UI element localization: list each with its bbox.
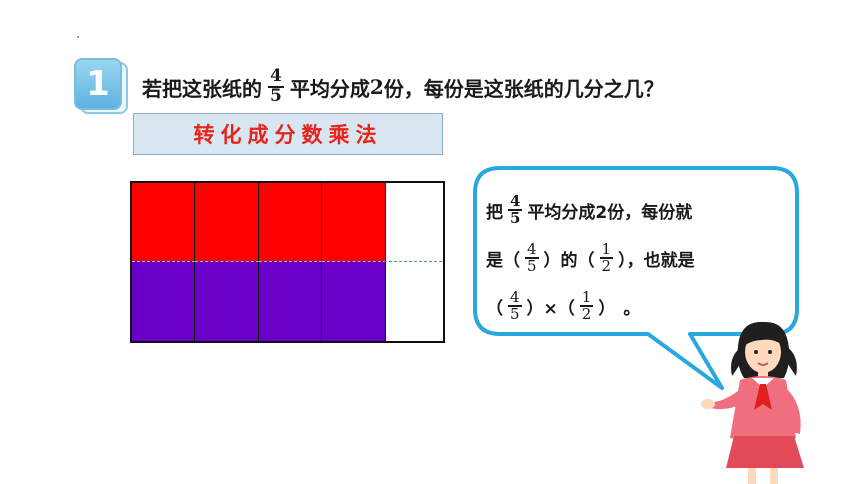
paper-cell-top — [258, 183, 323, 261]
fraction-denominator: 2 — [601, 256, 612, 275]
bubble-answer-fraction-3: 4 5 — [508, 287, 522, 323]
method-banner: 转化成分数乘法 — [133, 113, 443, 155]
question-prefix: 若把这张纸的 — [142, 76, 262, 101]
bubble-line1-prefix: 把 — [486, 202, 503, 223]
fraction-numerator: 4 — [270, 66, 282, 87]
question-fraction: 4 5 — [268, 68, 284, 105]
paper-divider-dashed-line — [384, 261, 442, 262]
bubble-line3-end: 。 — [623, 298, 641, 319]
bubble-line2-middle: ）的（ — [543, 250, 595, 271]
paper-cell-bottom — [258, 261, 323, 341]
fraction-numerator: 4 — [510, 287, 520, 306]
fraction-numerator: 1 — [601, 239, 612, 258]
girl-illustration — [701, 322, 804, 484]
fraction-denominator: 5 — [510, 208, 521, 227]
bubble-answer-fraction-2: 1 2 — [599, 239, 614, 275]
bubble-line-3: （ 4 5 ）×（ 1 2 ） 。 — [486, 282, 786, 330]
fraction-denominator: 2 — [581, 304, 592, 323]
fraction-numerator: 4 — [527, 239, 537, 258]
question-text: 若把这张纸的 4 5 平均分成 2 份，每份是这张纸的几分之几？ — [142, 64, 664, 110]
fraction-bar — [508, 305, 522, 307]
paper-cell-bottom — [322, 261, 386, 341]
fraction-bar — [525, 257, 539, 259]
fraction-bar — [599, 257, 614, 259]
bubble-line3-times: ）×（ — [526, 298, 575, 319]
paper-cell-bottom — [132, 261, 196, 341]
paper-cell-bottom — [195, 261, 259, 341]
bubble-line3-open: （ — [486, 298, 503, 319]
bubble-line2-prefix: 是（ — [486, 250, 520, 271]
bubble-answer-fraction-4: 1 2 — [579, 287, 594, 323]
fraction-denominator: 5 — [527, 256, 537, 275]
fraction-denominator: 5 — [510, 304, 520, 323]
decorative-dot — [77, 36, 79, 38]
bubble-line3-close: ） — [598, 298, 616, 319]
fraction-denominator: 5 — [270, 85, 282, 106]
fraction-bar — [268, 86, 284, 88]
bubble-answer-fraction-1: 4 5 — [525, 239, 539, 275]
fraction-bar — [579, 305, 594, 307]
bubble-line2-suffix: ），也就是 — [618, 250, 695, 271]
fraction-bar — [508, 209, 523, 211]
question-count: 2 — [369, 75, 384, 99]
paper-cell-top — [195, 183, 259, 261]
paper-cell-top — [132, 183, 196, 261]
problem-number: 1 — [74, 58, 122, 110]
paper-cell-top — [322, 183, 386, 261]
fraction-numerator: 1 — [581, 287, 592, 306]
method-banner-label: 转化成分数乘法 — [193, 123, 383, 147]
speech-bubble-text: 把 4 5 平均分成2份，每份就 是（ 4 5 ）的（ 1 2 ），也就是 （ … — [486, 186, 786, 330]
problem-number-badge: 1 — [72, 58, 128, 114]
bubble-line-2: 是（ 4 5 ）的（ 1 2 ），也就是 — [486, 234, 786, 282]
question-suffix: 份，每份是这张纸的几分之几？ — [383, 76, 664, 101]
bubble-line1-suffix: 平均分成2份，每份就 — [527, 202, 693, 223]
bubble-fraction-four-fifths: 4 5 — [508, 191, 523, 227]
bubble-line-1: 把 4 5 平均分成2份，每份就 — [486, 186, 786, 234]
fraction-numerator: 4 — [510, 191, 521, 210]
question-middle: 平均分成 — [289, 76, 370, 101]
paper-diagram — [130, 181, 445, 343]
